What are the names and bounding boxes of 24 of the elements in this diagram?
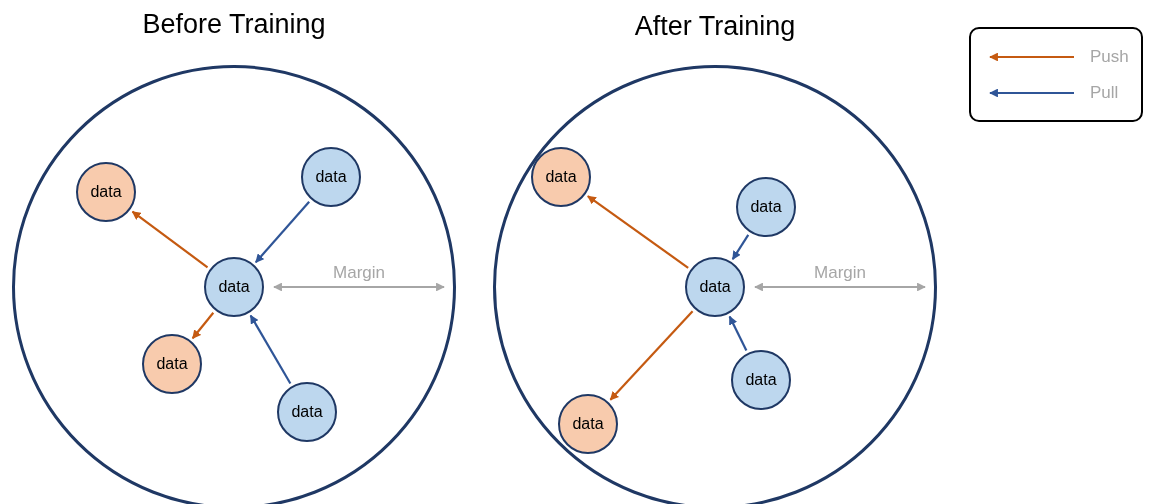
- arrow: [728, 315, 748, 351]
- node-label: data: [572, 416, 604, 432]
- arrow: [131, 210, 209, 269]
- node-label: data: [699, 279, 731, 295]
- panel-title: Before Training: [142, 8, 326, 41]
- panel-title: After Training: [634, 10, 796, 43]
- node-label: data: [750, 199, 782, 215]
- arrow: [609, 310, 694, 401]
- arrow: [273, 282, 445, 292]
- legend-label: Push: [1090, 48, 1129, 65]
- node-label: data: [156, 356, 188, 372]
- edge-label: Margin: [333, 264, 385, 281]
- node-label: data: [218, 279, 250, 295]
- legend-label: Pull: [1090, 84, 1119, 101]
- arrow: [587, 195, 689, 269]
- node-label: data: [90, 184, 122, 200]
- edge-label: Margin: [814, 264, 866, 281]
- node-label: data: [545, 169, 577, 185]
- arrow: [191, 312, 215, 339]
- arrow: [255, 201, 310, 263]
- node-label: data: [745, 372, 777, 388]
- arrow: [754, 282, 926, 292]
- node-label: data: [291, 404, 323, 420]
- node-label: data: [315, 169, 347, 185]
